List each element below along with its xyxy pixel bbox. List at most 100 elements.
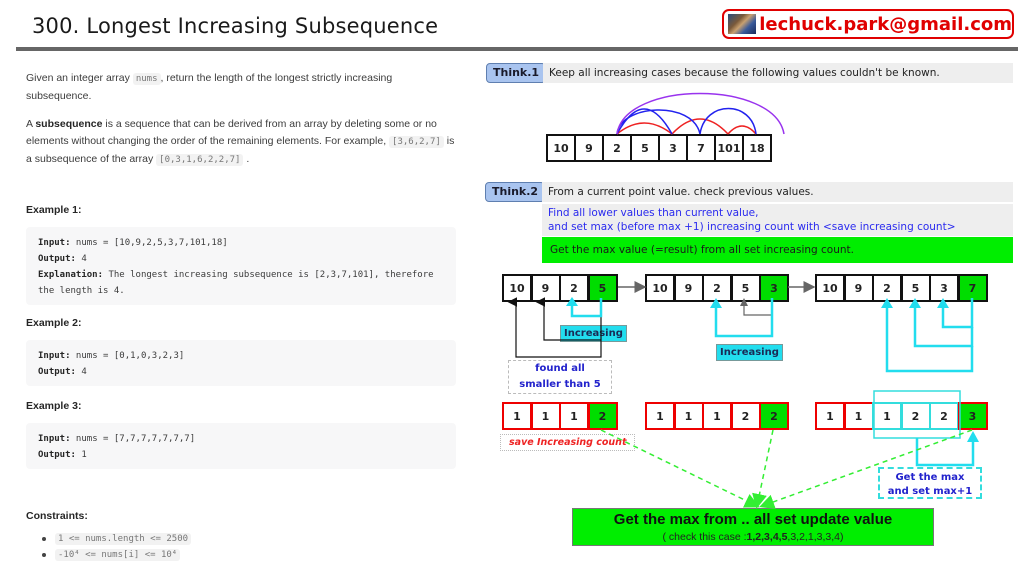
output-label: Output: — [38, 254, 76, 264]
input-label: Input: — [38, 238, 71, 248]
example-2-title: Example 2: — [26, 317, 82, 329]
text: ,3,2,1,3,3,4) — [787, 531, 844, 543]
explanation-label: Explanation: — [38, 270, 104, 280]
text: . — [243, 153, 250, 165]
text: A — [26, 118, 36, 130]
save-count-note: save Increasing count — [500, 434, 636, 451]
constraint-item: -10⁴ <= nums[i] <= 10⁴ — [42, 547, 191, 563]
step1-count-cell: 1 — [530, 402, 561, 430]
think2-green-note: Get the max value (=result) from all set… — [542, 237, 1013, 263]
inline-code: nums — [132, 73, 161, 85]
step1-count-cell: 1 — [502, 402, 532, 430]
step3-count-cell: 1 — [872, 402, 902, 430]
avatar — [728, 14, 757, 34]
problem-paragraph-1: Given an integer array nums, return the … — [26, 70, 456, 105]
get-max-note: Get the max and set max+1 — [878, 467, 982, 499]
text: ( check this case : — [662, 531, 747, 543]
note-line-1: Get the max — [895, 472, 965, 483]
email-badge: lechuck.park@gmail.com — [722, 9, 1014, 39]
think2-blue-note: Find all lower values than current value… — [542, 204, 1013, 236]
example-2-box: Input: nums = [0,1,0,3,2,3] Output: 4 — [26, 340, 456, 386]
example-1-box: Input: nums = [10,9,2,5,3,7,101,18] Outp… — [26, 227, 456, 305]
arc-red-2-5 — [616, 122, 673, 135]
output-label: Output: — [38, 450, 76, 460]
step2-value-cell: 9 — [673, 274, 704, 302]
text: , return the length of the longest stric… — [26, 72, 393, 102]
arc-purple-2-18 — [616, 92, 785, 135]
note-line-1: found all — [535, 363, 585, 374]
output-label: Output: — [38, 367, 76, 377]
step1-value-cell: 10 — [502, 274, 532, 302]
think1-text: Keep all increasing cases because the fo… — [543, 63, 1013, 83]
cyan-arrow-to-2-step2 — [714, 298, 774, 338]
output-value: 1 — [75, 450, 87, 460]
cyan-arrow-to-2b — [885, 306, 974, 373]
think1-cell: 10 — [546, 134, 576, 162]
think1-label: Think.1 — [486, 63, 547, 83]
constraint-code: -10⁴ <= nums[i] <= 10⁴ — [55, 549, 181, 561]
step2-value-cell: 10 — [645, 274, 675, 302]
constraints-title: Constraints: — [26, 510, 88, 522]
title-divider — [16, 47, 1018, 51]
input-value: nums = [7,7,7,7,7,7,7] — [70, 434, 196, 444]
cyan-arrow-to-3 — [941, 298, 974, 329]
step3-value-cell: 3 — [929, 274, 959, 302]
problem-paragraph-2: A subsequence is a sequence that can be … — [26, 116, 456, 169]
input-label: Input: — [38, 351, 71, 361]
input-value: nums = [0,1,0,3,2,3] — [70, 351, 185, 361]
note-line-2: smaller than 5 — [519, 379, 601, 390]
text: Given an integer array — [26, 72, 133, 84]
green-dashed-arrow-2 — [752, 429, 774, 509]
think1-cell: 5 — [630, 134, 660, 162]
arc-blue-2-3b — [616, 109, 701, 135]
increasing-tag-1: Increasing — [560, 325, 627, 342]
step3-value-cell: 2 — [872, 274, 902, 302]
step2-count-cell: 1 — [702, 402, 732, 430]
example-3-title: Example 3: — [26, 400, 82, 412]
step2-value-cell: 3 — [759, 274, 789, 302]
step1-value-cell: 5 — [587, 274, 618, 302]
output-value: 4 — [75, 367, 87, 377]
cyan-arrow-to-5 — [913, 306, 974, 348]
page-title: 300. Longest Increasing Subsequence — [32, 14, 439, 38]
constraints-list: 1 <= nums.length <= 2500 -10⁴ <= nums[i]… — [42, 531, 192, 563]
step2-count-cell: 2 — [730, 402, 761, 430]
text: is a sequence that can be derived from a… — [26, 118, 437, 147]
example-1-title: Example 1: — [26, 204, 82, 216]
step1-count-cell: 2 — [587, 402, 618, 430]
step2-count-cell: 1 — [645, 402, 675, 430]
step1-value-cell: 2 — [559, 274, 589, 302]
inline-code: [0,3,1,6,2,2,7] — [156, 154, 244, 166]
bold-term: subsequence — [35, 118, 103, 130]
arc-blue-2-3 — [616, 108, 673, 135]
step2-count-cell: 2 — [759, 402, 789, 430]
final-main-text: Get the max from .. all set update value — [613, 511, 893, 528]
cyan-arrow-set-max — [915, 438, 975, 467]
problem-description: Given an integer array nums, return the … — [26, 70, 456, 180]
text: is a subsequence of the array — [26, 135, 455, 165]
step3-value-cell: 10 — [815, 274, 845, 302]
think1-arcs — [616, 92, 785, 135]
step3-value-cell: 9 — [843, 274, 874, 302]
step1-value-cell: 9 — [530, 274, 561, 302]
blue-note-line-2: and set max (before max +1) increasing c… — [548, 221, 956, 233]
example-3-box: Input: nums = [7,7,7,7,7,7,7] Output: 1 — [26, 423, 456, 469]
arc-red-5-7 — [671, 118, 729, 135]
step3-count-cell: 1 — [815, 402, 845, 430]
bold-text: 1,2,3,4,5 — [746, 531, 788, 543]
final-sub-text: ( check this case :1,2,3,4,5,3,2,1,3,3,4… — [573, 531, 933, 543]
found-smaller-note: found all smaller than 5 — [508, 360, 612, 394]
step3-count-cell: 3 — [957, 402, 988, 430]
arc-blue-3-101 — [699, 107, 757, 135]
think2-text: From a current point value. check previo… — [542, 182, 1013, 202]
inline-code: [3,6,2,7] — [389, 136, 444, 148]
think1-cell: 101 — [714, 134, 744, 162]
step3-count-cell: 2 — [900, 402, 931, 430]
think1-cell: 3 — [658, 134, 688, 162]
step3-value-cell: 5 — [900, 274, 931, 302]
input-value: nums = [10,9,2,5,3,7,101,18] — [70, 238, 228, 248]
constraint-item: 1 <= nums.length <= 2500 — [42, 531, 192, 547]
think1-cell: 18 — [742, 134, 772, 162]
increasing-tag-2: Increasing — [716, 344, 783, 361]
step3-value-cell: 7 — [957, 274, 988, 302]
